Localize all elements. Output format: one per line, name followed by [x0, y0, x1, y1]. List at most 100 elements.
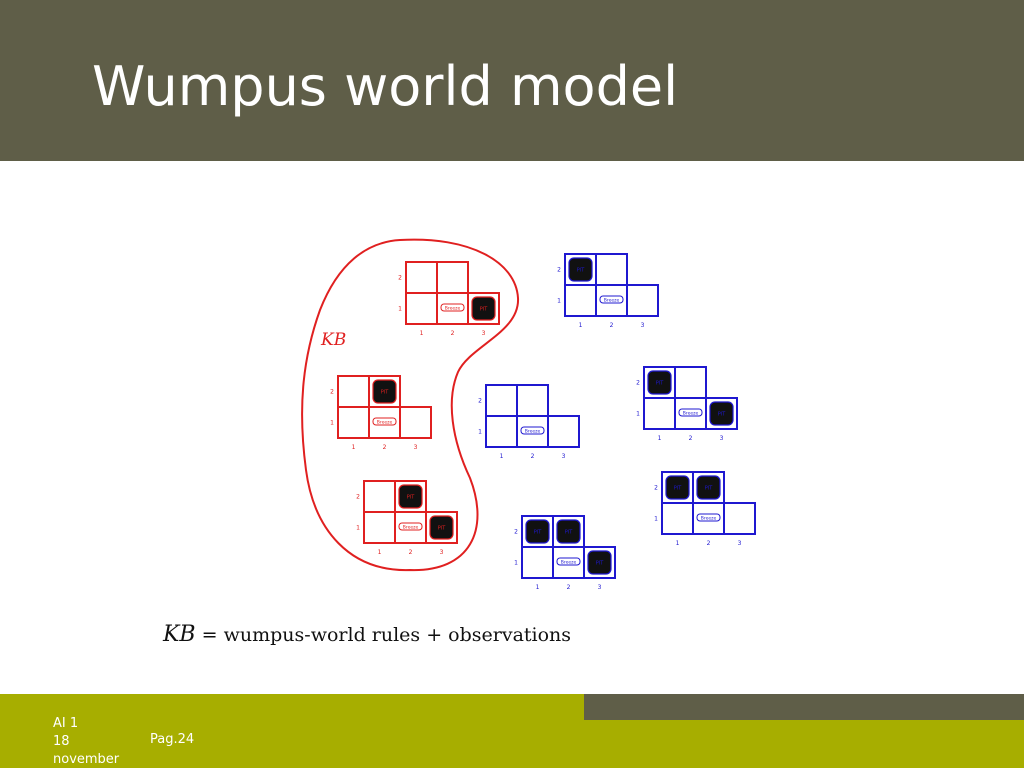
row-label: 2 — [330, 389, 334, 396]
pit-label: PIT — [381, 390, 389, 396]
kb-boundary — [301, 238, 520, 572]
grid-cell — [723, 502, 756, 535]
kb-model-1: PIT Breeze 2 1 1 2 3 — [398, 261, 500, 337]
row-label: 1 — [478, 429, 482, 436]
col-label: 1 — [579, 322, 583, 329]
col-label: 3 — [720, 435, 724, 442]
grid-cell — [363, 480, 396, 513]
pit-label: PIT — [438, 526, 446, 532]
pit-square — [471, 296, 496, 321]
row-label: 1 — [330, 420, 334, 427]
col-label: 3 — [440, 549, 444, 556]
grid-cell — [626, 284, 659, 317]
col-label: 3 — [738, 540, 742, 547]
col-label: 2 — [451, 330, 455, 337]
footer-date: AI 1 18 november — [53, 715, 143, 769]
row-label: 2 — [478, 398, 482, 405]
grid-cell — [363, 511, 396, 544]
grid-cell — [643, 397, 676, 430]
row-label: 1 — [557, 298, 561, 305]
breeze-label: Breeze — [377, 420, 393, 426]
pit-square — [587, 550, 612, 575]
row-label: 1 — [514, 560, 518, 567]
breeze-tag — [599, 295, 624, 304]
grid-cell — [661, 502, 694, 535]
pit-label: PIT — [596, 561, 604, 567]
pit-square — [568, 257, 593, 282]
breeze-tag — [440, 303, 465, 312]
col-label: 1 — [658, 435, 662, 442]
grid-cell — [405, 292, 438, 325]
grid-cell — [516, 384, 549, 417]
breeze-tag — [372, 417, 397, 426]
slide-title: Wumpus world model — [92, 55, 679, 118]
breeze-tag — [678, 408, 703, 417]
col-label: 1 — [378, 549, 382, 556]
footer-accent-band — [584, 694, 1024, 720]
pit-square — [709, 401, 734, 426]
pit-label: PIT — [674, 486, 682, 492]
pit-label: PIT — [407, 495, 415, 501]
row-label: 2 — [514, 529, 518, 536]
grid-cell — [595, 253, 628, 286]
pit-square — [665, 475, 690, 500]
col-label: 3 — [562, 453, 566, 460]
kb-label: KB — [320, 330, 346, 350]
grid-cell — [674, 366, 707, 399]
footer-month: november — [53, 752, 120, 767]
col-label: 1 — [536, 584, 540, 591]
col-label: 2 — [531, 453, 535, 460]
grid-cell — [436, 261, 469, 294]
col-label: 2 — [707, 540, 711, 547]
pit-label: PIT — [480, 307, 488, 313]
header-bar — [0, 0, 1024, 161]
caption-kb: KB — [163, 622, 196, 647]
pit-label: PIT — [577, 268, 585, 274]
pit-square — [398, 484, 423, 509]
pit-label: PIT — [565, 530, 573, 536]
col-label: 2 — [610, 322, 614, 329]
pit-label: PIT — [656, 381, 664, 387]
grid-cell — [485, 384, 518, 417]
col-label: 2 — [567, 584, 571, 591]
col-label: 1 — [500, 453, 504, 460]
row-label: 2 — [356, 494, 360, 501]
row-label: 1 — [398, 306, 402, 313]
breeze-tag — [520, 426, 545, 435]
page-number: Pag.24 — [150, 732, 195, 747]
row-label: 1 — [636, 411, 640, 418]
pit-square — [525, 519, 550, 544]
col-label: 2 — [689, 435, 693, 442]
breeze-label: Breeze — [445, 306, 461, 312]
row-label: 2 — [557, 267, 561, 274]
grid-cell — [547, 415, 580, 448]
breeze-label: Breeze — [701, 516, 717, 522]
footer-course: AI 1 — [53, 716, 79, 731]
pit-square — [429, 515, 454, 540]
col-label: 1 — [352, 444, 356, 451]
caption-equals: = — [201, 624, 218, 646]
footer-day: 18 — [53, 734, 70, 749]
col-label: 3 — [482, 330, 486, 337]
breeze-label: Breeze — [525, 429, 541, 435]
grid-cell — [337, 406, 370, 439]
col-label: 2 — [383, 444, 387, 451]
model-5: Breeze 2 1 1 2 3 — [478, 384, 580, 460]
col-label: 3 — [598, 584, 602, 591]
breeze-tag — [556, 557, 581, 566]
row-label: 1 — [356, 525, 360, 532]
breeze-tag — [696, 513, 721, 522]
col-label: 1 — [420, 330, 424, 337]
row-label: 2 — [398, 275, 402, 282]
pit-square — [556, 519, 581, 544]
pit-label: PIT — [718, 412, 726, 418]
row-label: 1 — [654, 516, 658, 523]
grid-cell — [521, 546, 554, 579]
col-label: 3 — [414, 444, 418, 451]
col-label: 2 — [409, 549, 413, 556]
grid-cell — [564, 284, 597, 317]
pit-label: PIT — [705, 486, 713, 492]
